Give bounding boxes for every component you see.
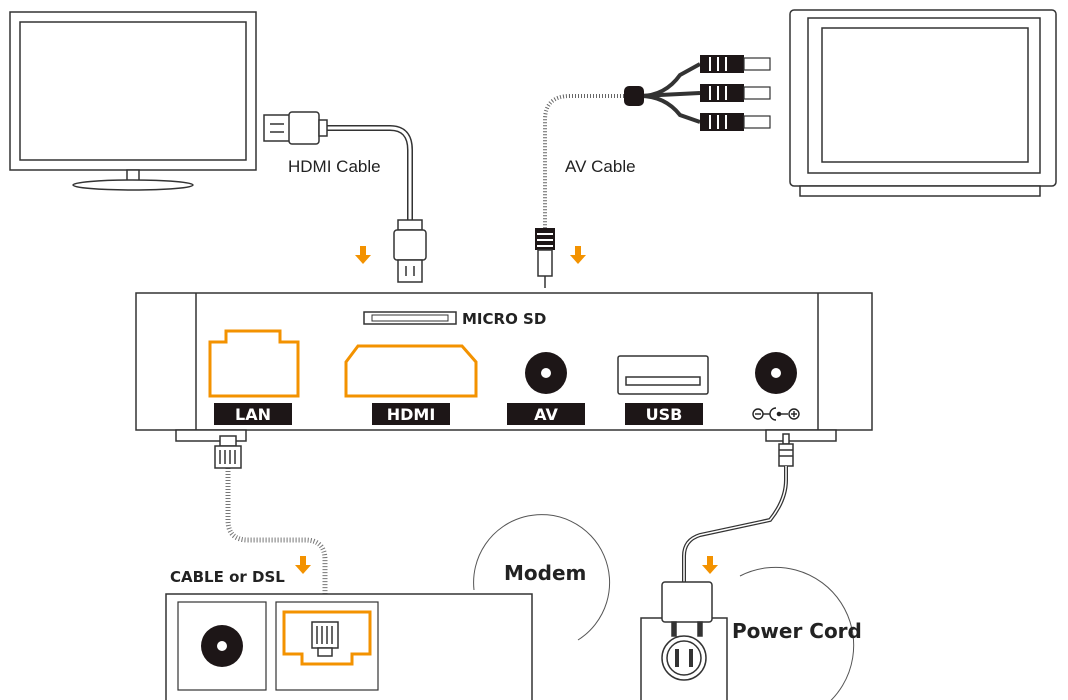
- power-adapter-icon: [661, 581, 713, 637]
- wall-outlet-icon: [640, 617, 728, 700]
- power-callout-label: Power Cord: [732, 619, 862, 643]
- hdmi-cable: [263, 111, 427, 283]
- av-label: AV: [534, 405, 558, 424]
- hdmi-label: HDMI: [387, 405, 436, 424]
- av-cable-label: AV Cable: [565, 157, 636, 176]
- hdmi-label-bg: [372, 403, 450, 425]
- modem-callout-label: Modem: [504, 561, 586, 585]
- hdmi-cable-label: HDMI Cable: [288, 157, 381, 176]
- usb-label: USB: [646, 405, 683, 424]
- rca-plug-icon: [535, 55, 771, 288]
- hdmi-plug-icon: [263, 111, 427, 283]
- dc-polarity-icon: [752, 407, 800, 421]
- rj45-plug-icon: [214, 435, 242, 469]
- av-port: [525, 352, 567, 394]
- micro-sd-label: MICRO SD: [462, 310, 546, 328]
- av-label-bg: [507, 403, 585, 425]
- modem-caption: CABLE or DSL: [170, 568, 285, 586]
- modem-callout-circle: [473, 514, 611, 641]
- widescreen-tv-icon: [9, 11, 257, 191]
- modem-coax-port: [201, 625, 243, 667]
- usb-label-bg: [625, 403, 703, 425]
- hdmi-port: [344, 344, 478, 398]
- lan-label: LAN: [235, 405, 271, 424]
- modem-device: [165, 593, 533, 700]
- ethernet-cable: [214, 435, 328, 620]
- lan-label-bg: [214, 403, 292, 425]
- down-arrow-icon: [295, 556, 311, 574]
- power-cable: [682, 433, 794, 588]
- down-arrow-icon: [702, 556, 718, 574]
- micro-sd-slot: MICRO SD: [363, 310, 546, 328]
- rj45-plug-icon: [311, 621, 339, 657]
- power-callout-circle: [720, 566, 855, 700]
- down-arrow-icon: [570, 246, 586, 264]
- crt-tv-icon: [789, 9, 1057, 197]
- lan-port: [208, 329, 300, 398]
- av-cable: [535, 55, 771, 288]
- down-arrow-icon: [355, 246, 371, 264]
- dc-power-port: [755, 352, 797, 394]
- usb-port: [617, 355, 709, 395]
